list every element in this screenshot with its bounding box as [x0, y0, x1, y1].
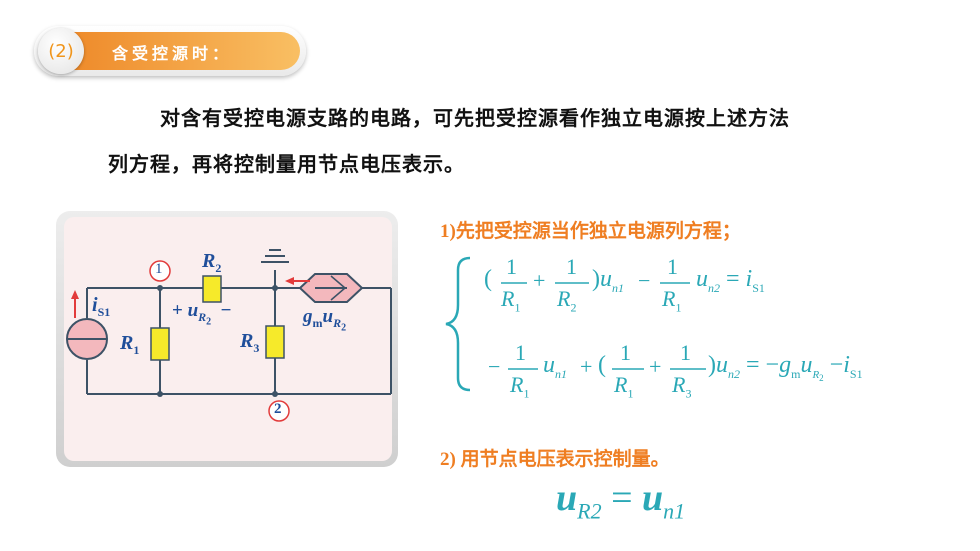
eq1-frac2-num: 1: [566, 254, 577, 279]
dep-source-label: gmuR2: [303, 306, 347, 334]
eq1-frac3-den: R1: [662, 286, 682, 315]
ground-symbol: [261, 249, 289, 263]
eq1-frac3-num: 1: [667, 254, 678, 279]
eq2-frac1-den: R1: [510, 372, 530, 401]
node-2-label: 2: [274, 401, 282, 417]
r3-label: R3: [240, 330, 260, 355]
section-title: 含受控源时：: [112, 44, 233, 63]
current-source-label: iS1: [92, 294, 111, 319]
node-1-label: 1: [155, 261, 163, 277]
eq2-plus2: +: [649, 354, 662, 379]
eq2-plus: +: [580, 354, 593, 379]
equation-brace: [445, 256, 471, 392]
eq2-frac1-num: 1: [515, 340, 526, 365]
section-number-badge: (2): [38, 28, 84, 74]
junction-dot: [272, 285, 278, 291]
eq2-lparen: (: [598, 352, 606, 378]
intro-line-2: 列方程，再将控制量用节点电压表示。: [108, 152, 465, 176]
step-2-text: 2) 用节点电压表示控制量。: [440, 449, 670, 470]
eq2-frac3-num: 1: [680, 340, 691, 365]
resistor-r1: [150, 327, 170, 361]
junction-dot: [272, 391, 278, 397]
eq2-frac3-den: R3: [672, 372, 692, 401]
eq2-frac2-den: R1: [614, 372, 634, 401]
eq1-frac1-num: 1: [506, 254, 517, 279]
node-1-marker: [149, 260, 171, 282]
step-1-text: 1)先把受控源当作独立电源列方程；: [440, 221, 741, 242]
junction-dot: [157, 391, 163, 397]
eq2-minus: −: [488, 354, 501, 379]
eq1-minus: −: [638, 268, 651, 293]
eq2-un1: un1: [543, 352, 567, 381]
control-equation: uR2 = un1: [556, 477, 686, 524]
resistor-r3: [265, 325, 285, 359]
r1-label: R1: [120, 332, 140, 357]
eq2-frac2-num: 1: [620, 340, 631, 365]
intro-line-1: 对含有受控电源支路的电路，可先把受控源看作独立电源按上述方法: [160, 106, 790, 130]
node-2-marker: [268, 400, 290, 422]
eq1-plus: +: [533, 268, 546, 293]
section-number: (2): [48, 40, 74, 62]
eq2-rhs: )un2 = −gmuR2 −iS1: [708, 352, 863, 383]
r2-label: R2: [202, 250, 222, 275]
section-header-bar: [70, 32, 300, 70]
eq1-rhs: un2 = iS1: [696, 266, 765, 295]
eq1-lparen: (: [484, 266, 492, 292]
circuit-card-inner: [64, 217, 392, 461]
eq1-frac2-den: R2: [557, 286, 577, 315]
eq1-frac1-den: R1: [501, 286, 521, 315]
ur2-label: + uR2 −: [172, 300, 232, 328]
junction-dot: [157, 285, 163, 291]
resistor-r2: [202, 275, 222, 303]
eq1-un1: )un1: [592, 266, 624, 295]
